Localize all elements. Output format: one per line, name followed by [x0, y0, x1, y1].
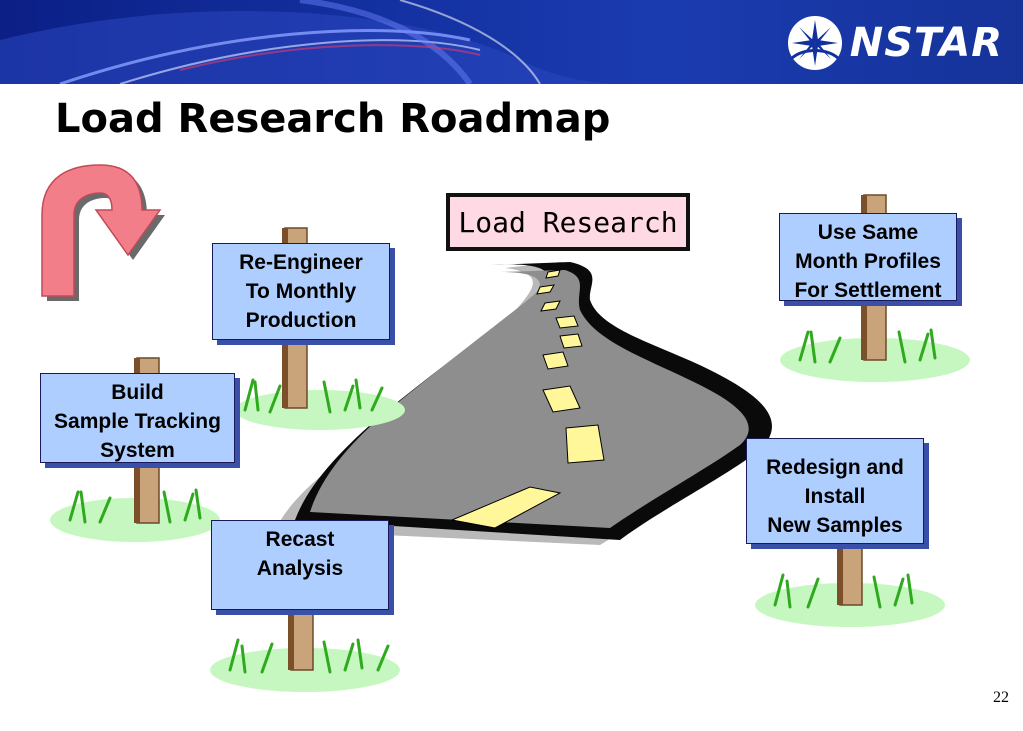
- nstar-logo: NSTAR: [786, 14, 1003, 72]
- grass-blades: [68, 328, 937, 674]
- u-turn-arrow-icon: [41, 164, 165, 301]
- sign-use-same: Use Same Month Profiles For Settlement: [779, 213, 957, 302]
- sign-redesign: Redesign and Install New Samples: [746, 438, 924, 544]
- header-banner: NSTAR: [0, 0, 1023, 84]
- sign-line: Install: [804, 485, 866, 508]
- sign-line: Build: [111, 381, 164, 404]
- load-research-sign: Load Research: [446, 193, 690, 251]
- sign-line: To Monthly: [245, 280, 357, 303]
- logo-wordmark: NSTAR: [849, 20, 1003, 66]
- lane-marks: [450, 269, 605, 529]
- sign-line: System: [100, 439, 175, 462]
- sign-line: Month Profiles: [795, 250, 941, 273]
- sign-re-engineer: Re-Engineer To Monthly Production: [212, 243, 390, 340]
- page-number: 22: [993, 689, 1009, 706]
- sign-line: For Settlement: [794, 279, 942, 302]
- nstar-starburst-icon: [787, 16, 842, 70]
- road-surface: [310, 270, 749, 528]
- sign-line: New Samples: [767, 514, 903, 537]
- sign-build-tracking: Build Sample Tracking System: [40, 373, 235, 463]
- sign-line: Sample Tracking: [54, 410, 221, 433]
- slide-title: Load Research Roadmap: [55, 96, 611, 142]
- sign-line: Production: [245, 309, 357, 332]
- sign-line: Recast: [265, 528, 335, 551]
- banner-swoosh: [0, 0, 620, 84]
- sign-recast: Recast Analysis: [211, 520, 389, 610]
- sign-line: Redesign and: [766, 456, 904, 479]
- sign-line: Re-Engineer: [239, 251, 363, 274]
- sign-line: Use Same: [817, 221, 919, 244]
- sign-line: Analysis: [256, 557, 344, 580]
